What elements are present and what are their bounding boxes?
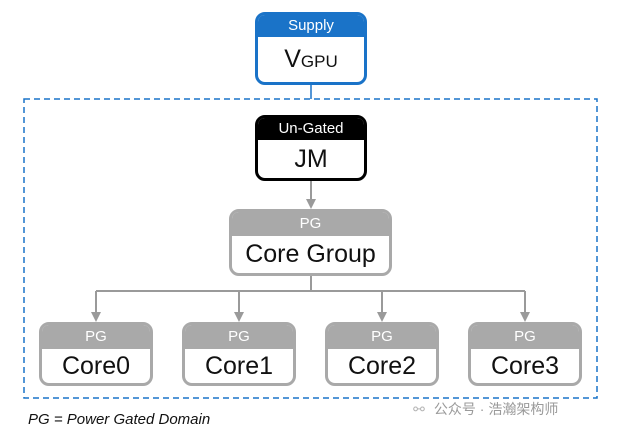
supply-name-main: V — [284, 45, 301, 73]
ungated-name: JM — [294, 145, 328, 173]
supply-header: Supply — [258, 15, 364, 37]
core2-header: PG — [328, 325, 436, 349]
core0-header: PG — [42, 325, 150, 349]
core3-node: PG Core3 — [468, 322, 582, 386]
core1-node: PG Core1 — [182, 322, 296, 386]
legend-text: PG = Power Gated Domain — [28, 411, 211, 428]
core1-name: Core1 — [204, 352, 274, 380]
core-group-name: Core Group — [245, 240, 376, 268]
watermark: ⚯ 公众号 · 浩瀚架构师 — [408, 399, 558, 419]
core1-header: PG — [185, 325, 293, 349]
ungated-header: Un-Gated — [258, 118, 364, 140]
supply-name-sub: GPU — [300, 52, 338, 71]
core-group-node: PG Core Group — [229, 209, 392, 276]
power-domain-boundary — [23, 98, 598, 399]
supply-node: Supply VGPU — [255, 12, 367, 85]
watermark-text: 公众号 · 浩瀚架构师 — [433, 401, 559, 417]
supply-name: VGPU — [258, 37, 364, 82]
core-group-header: PG — [232, 212, 389, 236]
core3-header: PG — [471, 325, 579, 349]
core2-node: PG Core2 — [325, 322, 439, 386]
core2-name: Core2 — [347, 352, 417, 380]
core3-name: Core3 — [490, 352, 560, 380]
wechat-icon: ⚯ — [413, 401, 425, 417]
ungated-jm-node: Un-Gated JM — [255, 115, 367, 181]
core0-node: PG Core0 — [39, 322, 153, 386]
core0-name: Core0 — [61, 352, 131, 380]
